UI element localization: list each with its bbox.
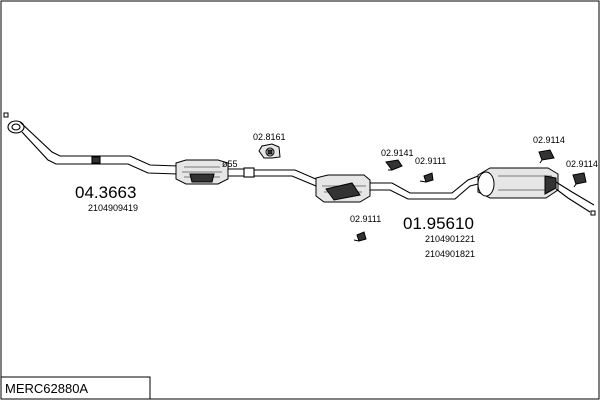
pipe-to-muffler-upper [254, 169, 319, 181]
rear-silencer-endcap [477, 171, 495, 197]
hanger-pin [539, 159, 543, 164]
tail-pipe [555, 181, 595, 213]
hanger-pin [573, 183, 577, 188]
pipe-segment [228, 168, 244, 177]
front-pipe-assembly [7, 120, 179, 175]
pipe-diameter-marking: ø55 [222, 159, 238, 169]
fitting-bracket-9111-lower [353, 231, 367, 242]
bracket-body [356, 231, 367, 242]
pipe-to-muffler-lower [254, 175, 317, 187]
bracket-tab [353, 239, 360, 242]
tail-pipe-lower [555, 188, 591, 213]
fitting-bracket-9111-upper [419, 172, 434, 183]
clamp-bolt [267, 149, 273, 155]
assembly-2-oem-number-1: 2104901221 [425, 234, 475, 244]
fitting-label-9114-left: 02.9114 [533, 135, 565, 145]
fitting-hanger-9141 [385, 159, 403, 171]
hanger-body [385, 159, 403, 171]
bracket-tab [419, 180, 427, 183]
mid-pipe-1 [228, 167, 319, 187]
front-pipe-lower [21, 131, 179, 175]
assembly-2-oem-number-2: 2104901821 [425, 249, 475, 259]
tail-pipe-upper [555, 181, 595, 206]
fitting-label-9111-lower: 02.9111 [350, 214, 381, 224]
fitting-label-9141: 02.9141 [381, 148, 414, 158]
reference-code: MERC62880A [5, 381, 88, 396]
mid-pipe-2 [370, 175, 479, 200]
rear-pipe-upper [370, 175, 479, 194]
rear-pipe-lower [370, 183, 479, 200]
hanger-body [538, 149, 555, 161]
centre-silencer [315, 174, 371, 203]
rear-silencer-shadow [544, 175, 557, 195]
assembly-1-oem-number: 2104909419 [88, 203, 138, 213]
bracket-body [423, 172, 434, 183]
fitting-hanger-9114-right [572, 172, 587, 188]
fitting-hanger-9114-left [538, 149, 555, 164]
catalyst-shadow [189, 173, 215, 183]
rear-silencer-ribs [498, 175, 552, 191]
assembly-1-number: 04.3663 [75, 183, 136, 202]
fitting-clamp-8161 [258, 143, 281, 159]
reference-box [0, 376, 151, 400]
corner-mark-left [3, 112, 9, 118]
front-flange [7, 120, 25, 134]
fitting-label-9111-upper: 02.9111 [415, 156, 446, 166]
catalytic-converter [175, 159, 229, 185]
front-pipe-upper [19, 121, 179, 167]
corner-mark-right [590, 210, 596, 216]
pipe-marker [91, 156, 101, 164]
fitting-label-9114-right: 02.9114 [566, 159, 598, 169]
pipe-connector [243, 167, 255, 178]
assembly-2-number: 01.95610 [403, 214, 474, 233]
hanger-body [572, 172, 587, 185]
fitting-label-8161: 02.8161 [253, 132, 286, 142]
silencer-shadow [325, 182, 361, 201]
front-flange-hole [11, 123, 21, 131]
rear-silencer [477, 167, 559, 199]
